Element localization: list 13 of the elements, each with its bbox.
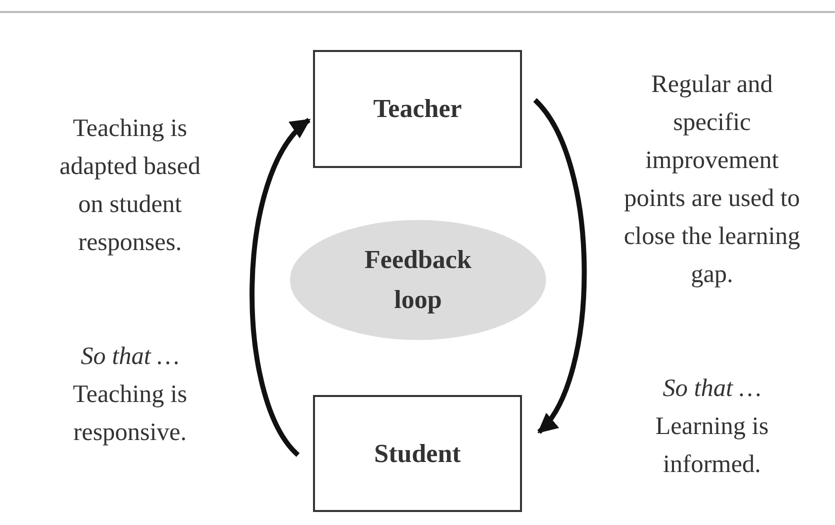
node-label: Feedback loop bbox=[364, 244, 472, 316]
process-box bbox=[313, 50, 522, 168]
arrow bbox=[250, 118, 311, 457]
node-label: Student bbox=[373, 438, 462, 470]
arrow bbox=[533, 98, 587, 434]
description-text: Teaching is adapted based on student responses. bbox=[58, 114, 202, 258]
description-text: Regular and specific improvement points are used to close the learning gap. bbox=[622, 70, 802, 290]
description-text: Learning is informed. bbox=[654, 412, 770, 480]
process-box bbox=[313, 395, 522, 512]
node-label: Teacher bbox=[372, 93, 463, 125]
description-text: So that … bbox=[80, 342, 180, 372]
description-text: Teaching is responsive. bbox=[72, 380, 188, 448]
description-text: So that … bbox=[662, 374, 762, 404]
